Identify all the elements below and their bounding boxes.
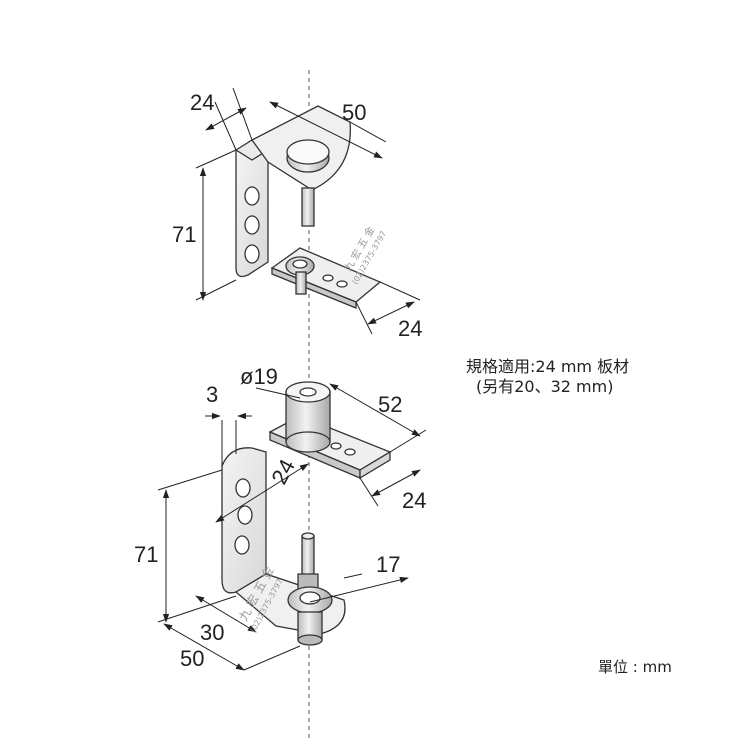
top-plate-hole-3 xyxy=(244,244,260,264)
spec-note: 規格適用:24 mm 板材 (另有20、32 mm) xyxy=(466,357,629,397)
top-plate-hole-2 xyxy=(244,215,260,235)
bottom-plate-hole-1 xyxy=(235,478,251,498)
top-dim-24-plate: 24 xyxy=(398,316,422,341)
spec-note-line-1: 規格適用:24 mm 板材 xyxy=(466,357,630,376)
top-dim-50-depth: 50 xyxy=(342,100,366,125)
bottom-dim-24-plate: 24 xyxy=(402,488,426,513)
bottom-dim-50-base: 50 xyxy=(180,646,204,671)
unit-note: 單位 : mm xyxy=(598,658,672,676)
bottom-dim-71-height: 71 xyxy=(134,542,158,567)
top-dim-24-width: 24 xyxy=(190,90,214,115)
bottom-dim-17-pin: 17 xyxy=(376,552,400,577)
top-dim-71-height: 71 xyxy=(172,222,196,247)
bottom-dim-52-length: 52 xyxy=(378,392,402,417)
top-hinge-pin xyxy=(301,187,315,227)
bottom-dim-30-base: 30 xyxy=(200,620,224,645)
top-plate-hole-1 xyxy=(244,186,260,206)
bottom-dim-24-slot: 24 xyxy=(266,455,300,488)
bottom-plate-hole-3 xyxy=(234,535,250,555)
spec-note-line-2: (另有20、32 mm) xyxy=(476,377,614,396)
bottom-dim-19-diameter: ø19 xyxy=(240,364,278,389)
bottom-dim-3-thickness: 3 xyxy=(206,382,218,407)
bottom-plate-hole-2 xyxy=(237,505,253,525)
